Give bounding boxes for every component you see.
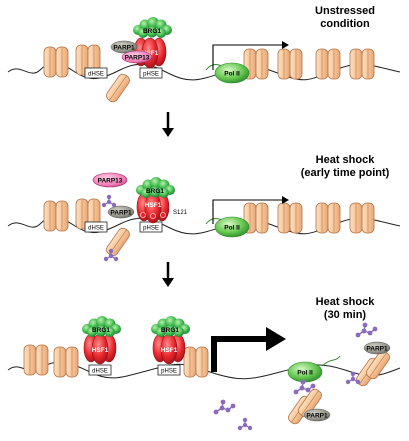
hsf1-label: HSF1 [92,347,109,354]
parp1 [303,408,331,422]
nucleosome [277,202,303,234]
hsf1-label: HSF1 [145,202,162,209]
pol2 [214,62,250,84]
phse-label: pHSE [161,369,177,375]
parp1-label: PARP1 [306,413,328,420]
parp1 [110,40,138,54]
transition-arrow [162,112,174,137]
tss-arrowhead [282,196,289,204]
nucleosome [104,225,132,259]
parp13-label: PARP13 [125,55,150,62]
parp1 [363,341,391,355]
s121-label: S121 [173,210,188,216]
nucleosome [53,346,79,378]
par-chain [354,321,379,339]
pol2-label: Pol II [224,71,240,78]
phospho-site [160,212,166,218]
dhse-box [84,67,108,79]
dhse-label: dHSE [88,226,104,232]
phse-box [157,364,181,376]
panel3-title-line1: Heat shock [316,296,376,308]
par-chain [101,194,117,208]
panel3-title-line2: (30 min) [324,309,367,321]
hsf1-label: HSF1 [161,347,178,354]
dhse-label: dHSE [92,369,108,375]
nucleosome [349,202,375,234]
rna-transcript [321,355,341,367]
parp13 [121,50,153,64]
dhse-box [84,221,108,233]
parp13-label: PARP13 [98,178,123,185]
nucleosome [23,344,49,376]
brg1-label: BRG1 [146,188,164,195]
dhse-label: dHSE [88,72,104,78]
pol2-label: Pol II [224,225,240,232]
parp1-label: PARP1 [113,45,135,52]
pol2 [214,216,250,238]
phospho-site [140,212,146,218]
brg1-label: BRG1 [161,327,179,334]
panel1-title-line1: Unstressed [315,5,375,17]
nucleosome [315,48,341,80]
tss-arrowhead [266,327,286,351]
nucleosome [315,202,341,234]
nucleosome [104,71,132,105]
dhse-box [88,364,112,376]
phse-label: pHSE [143,72,159,78]
panel-heat-shock-early: Heat shock (early time point) dHSE pHSE … [7,154,401,262]
brg1-label: BRG1 [92,327,110,334]
tss-arrow [212,199,282,224]
parp13 [92,172,128,188]
par-chain [212,398,237,416]
transition-arrow [162,262,174,287]
panel2-title-line2: (early time point) [301,167,390,179]
nucleosome [43,46,69,78]
tss-arrow [212,44,282,70]
hsf1-label: HSF1 [142,50,159,57]
parp1 [107,205,135,219]
panel-unstressed: Unstressed condition dHSE pHSE HSF1 BRG1… [7,5,401,105]
tss-arrowhead [282,41,289,49]
parp1-label: PARP1 [110,210,132,217]
par-chain [237,417,253,431]
nucleosome [43,200,69,232]
nucleosome [183,346,209,378]
tss-arrow [211,336,268,372]
nucleosome [349,48,375,80]
panel2-title-line1: Heat shock [316,154,376,166]
phse-label: pHSE [143,226,159,232]
nucleosome [277,48,303,80]
pol2-label: Pol II [297,370,313,377]
parp1-label: PARP1 [366,346,388,353]
brg1-label: BRG1 [143,28,161,35]
panel-heat-shock-30min: Heat shock (30 min) dHSE pHSE HSF1 BRG1 … [7,296,401,431]
panel1-title-line2: condition [320,18,370,30]
phospho-site [150,213,156,219]
